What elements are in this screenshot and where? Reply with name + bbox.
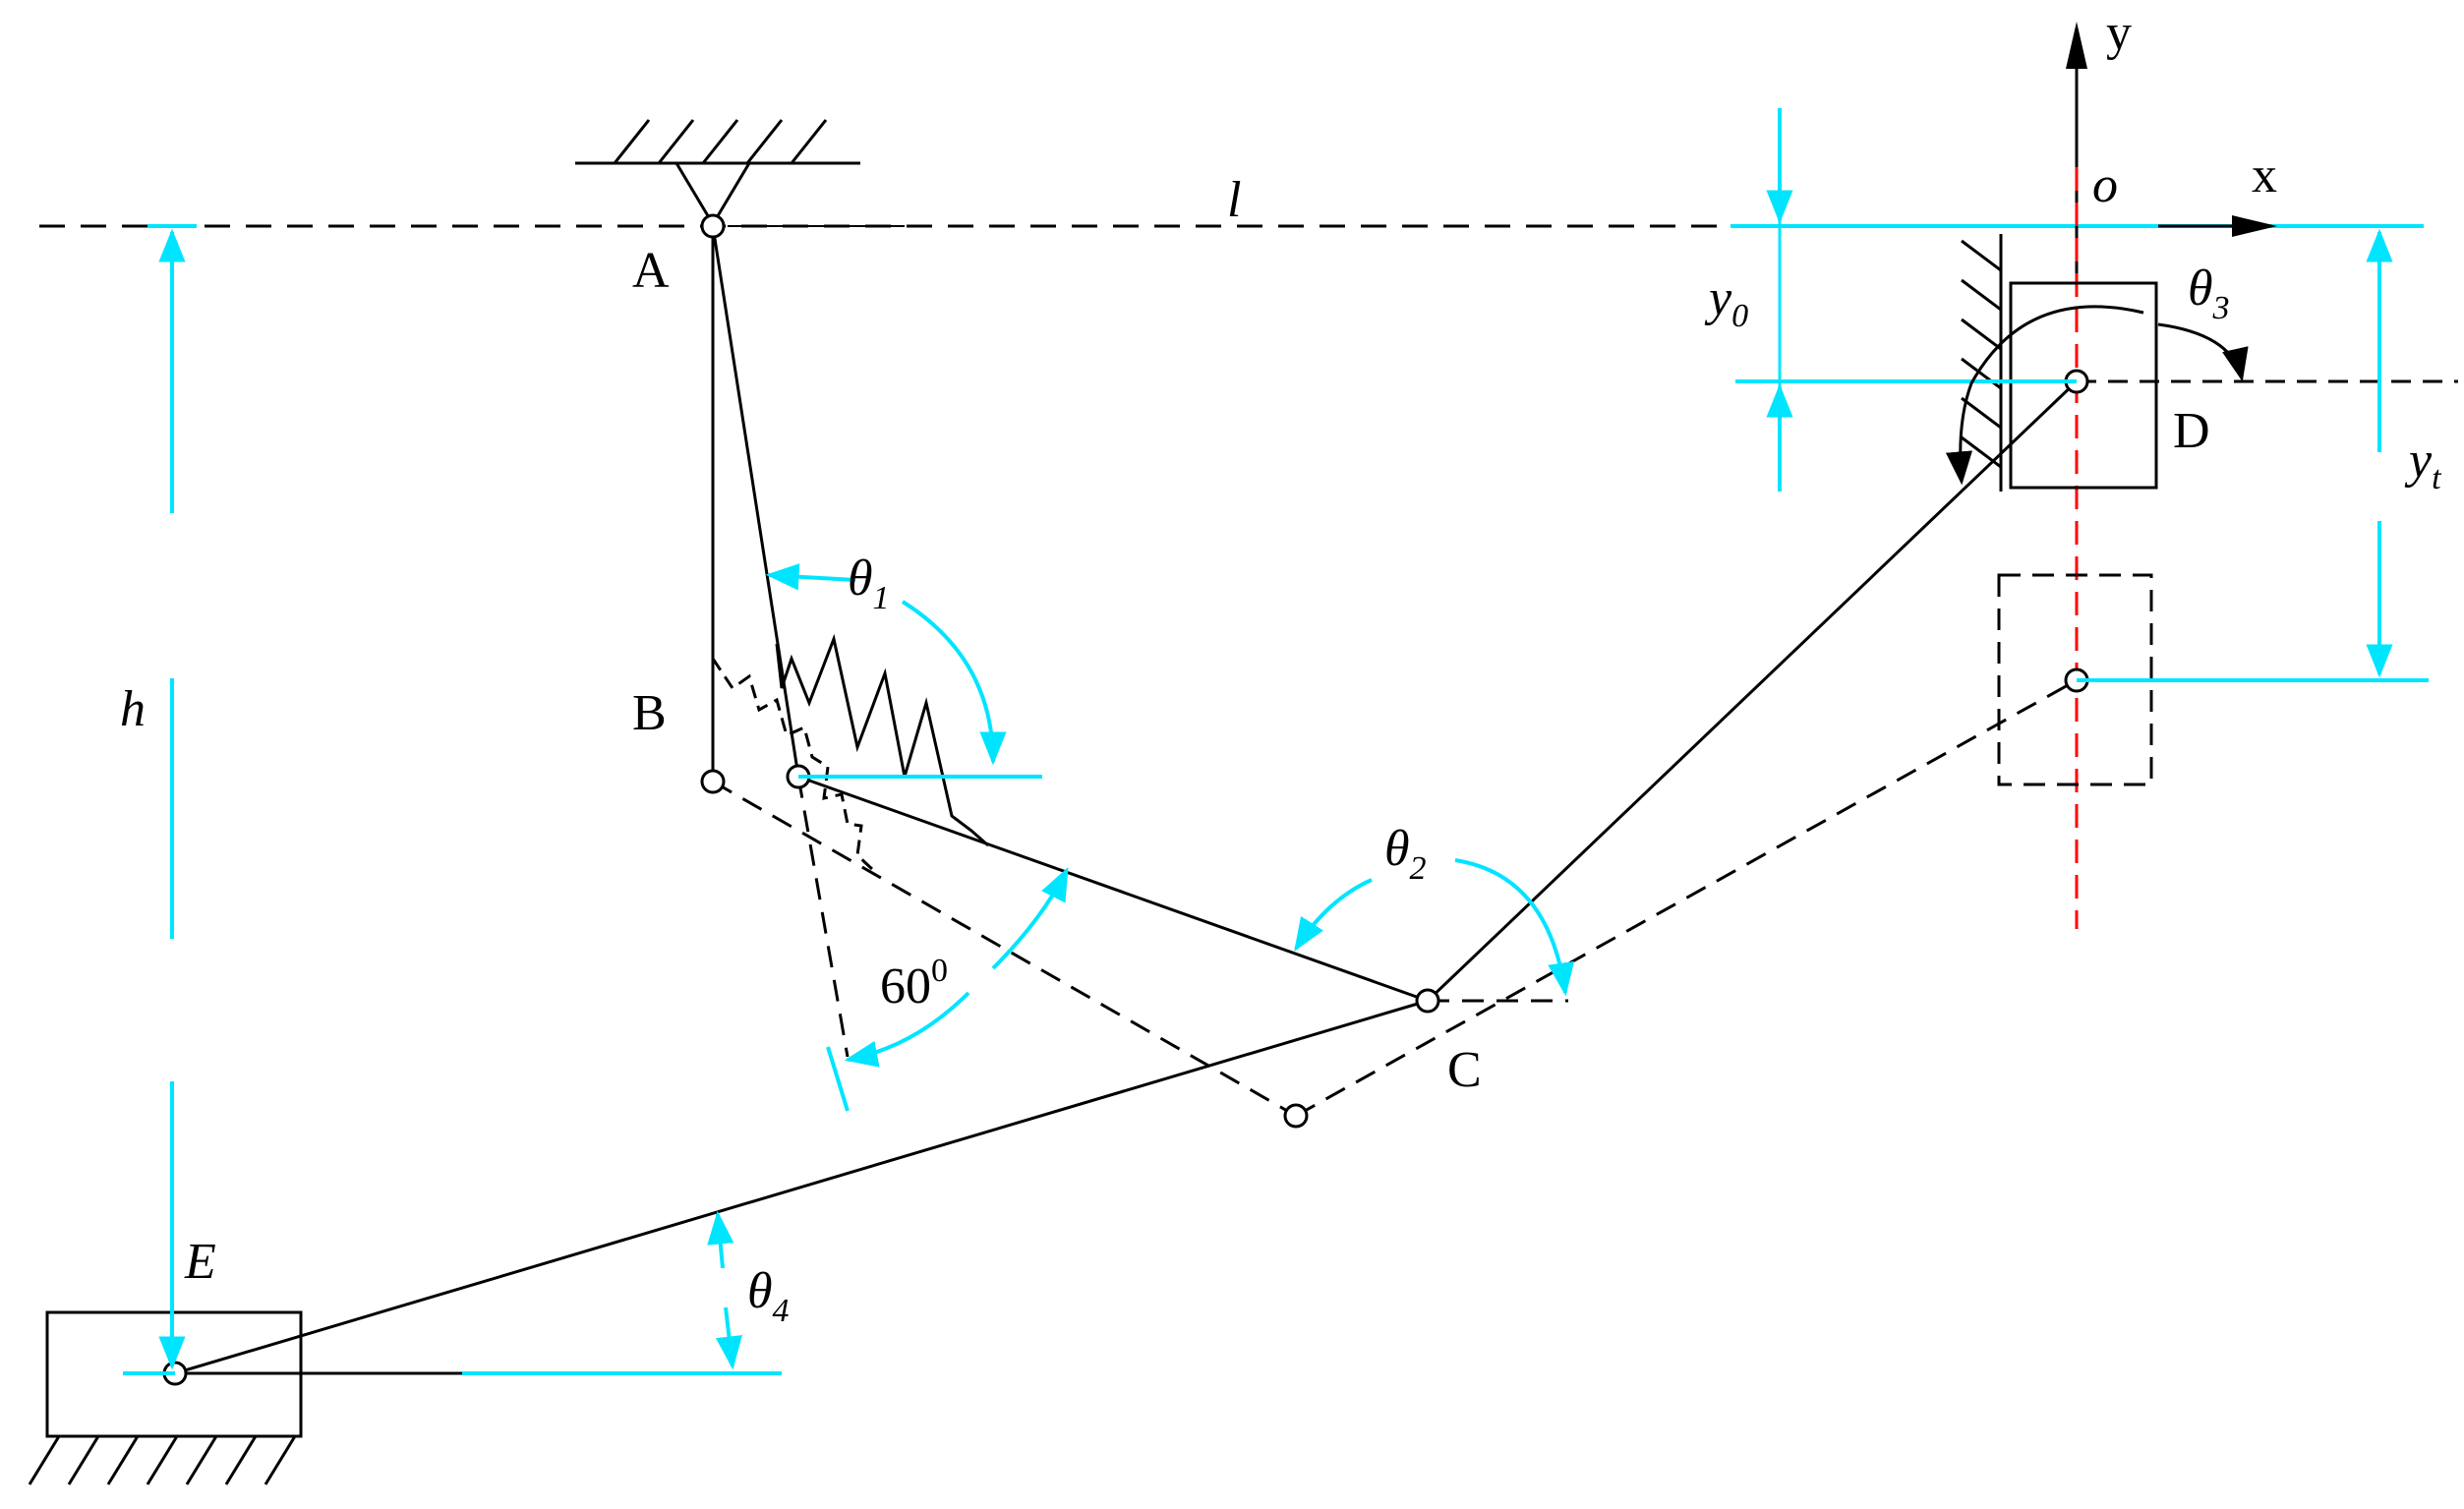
- theta4-arc-bottom: [715, 1306, 742, 1370]
- label-b: B: [632, 685, 667, 741]
- label-a: A: [632, 243, 670, 299]
- label-y0: y0: [1704, 270, 1748, 334]
- link-ce: [174, 999, 1429, 1375]
- links-dashed: [712, 678, 2078, 1118]
- label-theta3: θ3: [2188, 261, 2230, 326]
- joints: [162, 213, 2089, 1386]
- links-solid: [174, 225, 2079, 1375]
- label-axis-y: y: [2106, 5, 2132, 61]
- label-l: l: [1227, 172, 1241, 228]
- angle60-arc-down: [844, 991, 970, 1068]
- link-bc: [797, 775, 1429, 1003]
- label-h: h: [120, 681, 146, 737]
- theta3-arc: [2157, 322, 2249, 382]
- label-theta4: θ4: [747, 1263, 790, 1329]
- x-axis-arrowhead: [2158, 215, 2277, 237]
- theta2-arc-left: [1294, 878, 1373, 952]
- label-yt: yt: [2404, 433, 2442, 496]
- label-c: C: [1447, 1042, 1482, 1098]
- label-axis-x: x: [2252, 147, 2277, 203]
- theta2-arc-right: [1454, 858, 1575, 997]
- slider-d: [2009, 281, 2158, 490]
- slider-d-lower-position: [1997, 573, 2153, 786]
- link-cd: [1426, 379, 2079, 1003]
- theta3-arc-ccw: [1945, 305, 2144, 486]
- theta1-arc: [901, 600, 1007, 766]
- label-e: E: [184, 1234, 216, 1290]
- joint-c: [1415, 988, 1440, 1014]
- spring-solid: [775, 633, 989, 847]
- label-theta1: θ1: [848, 551, 890, 616]
- theta4-arc-top: [707, 1210, 734, 1269]
- ground-a-hatch: [575, 119, 860, 227]
- joint-b: [700, 769, 726, 794]
- label-theta2: θ2: [1384, 821, 1427, 887]
- spring-dashed: [711, 658, 875, 872]
- theta1-pointer: [765, 563, 856, 591]
- guide-hatch-d: [1961, 234, 2003, 492]
- dimension-lines: [123, 108, 2429, 1375]
- ground-e-hatch: [28, 1434, 301, 1485]
- label-angle60: 600: [880, 953, 948, 1015]
- joint-c-alt: [1283, 1103, 1309, 1129]
- label-d: D: [2173, 403, 2210, 459]
- label-origin: o: [2092, 157, 2118, 213]
- joint-a: [700, 213, 726, 239]
- angle60-arc-up: [991, 866, 1069, 970]
